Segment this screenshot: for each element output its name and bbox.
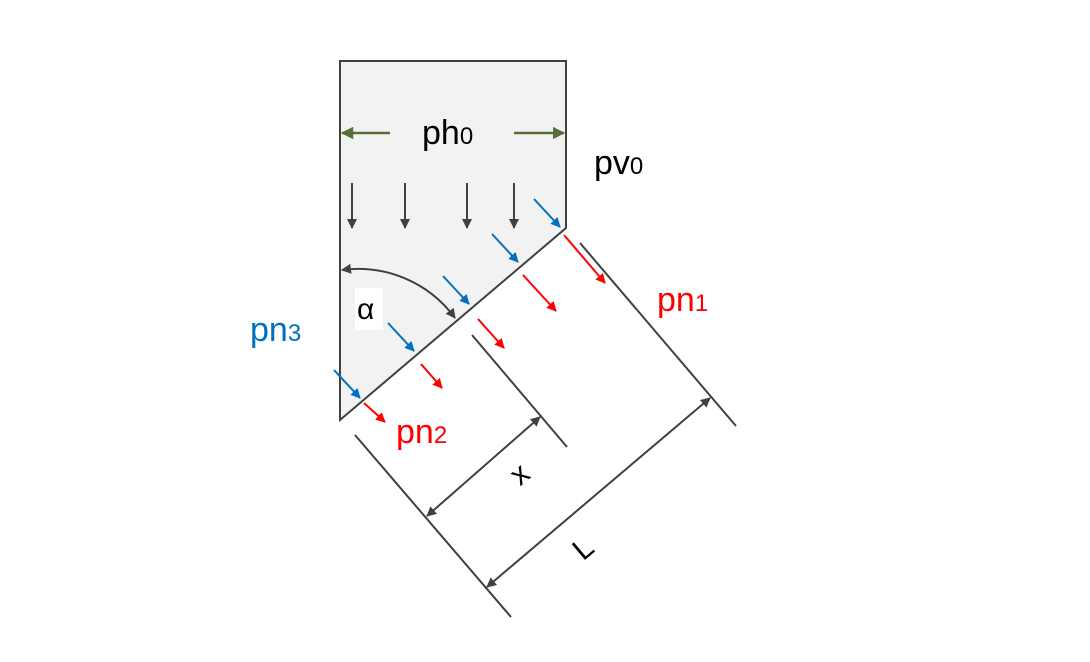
pn3-arrow xyxy=(533,198,561,228)
pn3-arrow xyxy=(491,233,519,263)
pv0-label: pv0 xyxy=(594,144,643,182)
extension-line-x xyxy=(471,334,568,448)
alpha-label: α xyxy=(357,293,374,326)
ph0-label: ph0 xyxy=(422,114,473,152)
pn-red-arrow xyxy=(477,318,505,349)
L-dimension-label: L xyxy=(566,531,600,567)
pn3-arrow xyxy=(442,275,470,305)
extension-line-origin xyxy=(354,434,512,618)
pn-red-arrow xyxy=(420,363,443,389)
wedge-block xyxy=(339,60,567,423)
x-dimension-label: x xyxy=(503,457,536,492)
alpha-label-bg xyxy=(355,288,383,330)
extension-line-L xyxy=(579,242,737,427)
pn-red-arrow xyxy=(522,274,557,312)
pn-red-arrow xyxy=(363,402,386,423)
alpha-angle-arc xyxy=(341,263,456,319)
pn3-label: pn3 xyxy=(250,311,301,349)
pn1-label: pn1 xyxy=(657,281,708,319)
dimension-L xyxy=(486,397,711,588)
pn-red-arrow xyxy=(563,234,606,284)
pn3-arrow xyxy=(333,369,361,399)
pn2-label: pn2 xyxy=(396,413,447,451)
pn3-arrow xyxy=(387,322,415,352)
